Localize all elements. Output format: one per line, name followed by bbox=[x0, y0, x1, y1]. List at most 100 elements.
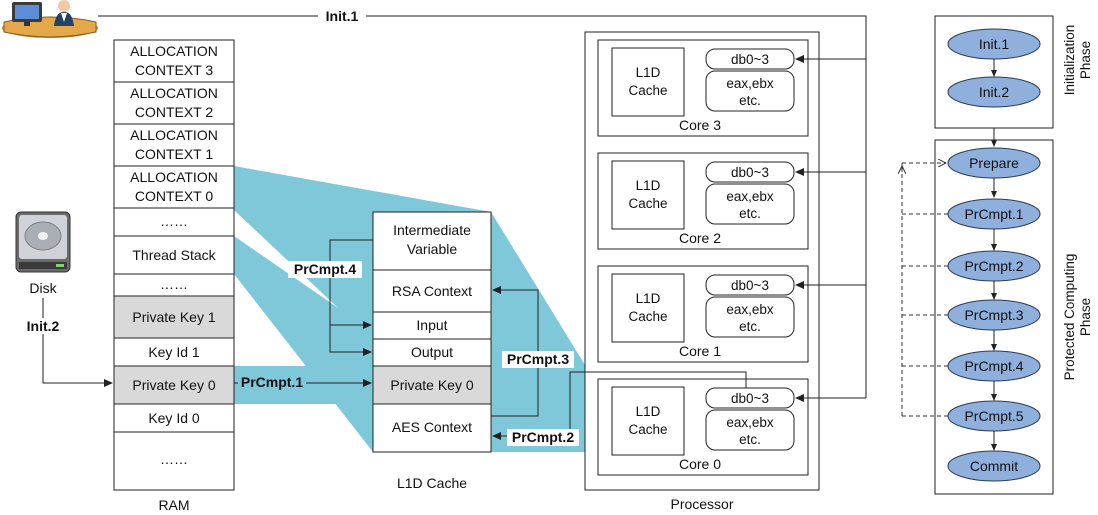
prcmpt4-connector: PrCmpt.4 bbox=[288, 239, 373, 356]
core-general-registers bbox=[705, 409, 795, 451]
init-phase-title: Initialization bbox=[1062, 25, 1077, 96]
prcmpt1-connector: PrCmpt.1 bbox=[234, 374, 372, 391]
flow-node-commit bbox=[947, 450, 1041, 482]
ram-cell-key-id-0 bbox=[113, 403, 235, 433]
protected-phase-title: Protected Computing bbox=[1062, 254, 1077, 381]
prcmpt4-arrow-label: PrCmpt.4 bbox=[294, 261, 356, 277]
protected-phase-title: Phase bbox=[1078, 298, 1093, 336]
core-3: L1D Cache db0~3 eax,ebx etc. Core 3 bbox=[597, 39, 809, 137]
flow-node-text: Prepare bbox=[969, 155, 1019, 171]
ram-cell-thread-stack bbox=[113, 235, 235, 275]
core-l1d-cache bbox=[611, 386, 685, 456]
flow-node-text: Init.1 bbox=[979, 36, 1010, 52]
core-cache-text: L1D bbox=[636, 291, 661, 306]
cache-cell-output bbox=[372, 338, 492, 367]
init-phase-title: Phase bbox=[1078, 41, 1093, 79]
prcmpt3-arrow-label: PrCmpt.3 bbox=[507, 351, 569, 367]
flow-node-text: PrCmpt.5 bbox=[964, 408, 1023, 424]
prcmpt1-arrow-label: PrCmpt.1 bbox=[241, 374, 303, 390]
cache-cell-input bbox=[372, 311, 492, 340]
ram-cell-text: CONTEXT 2 bbox=[135, 104, 214, 120]
ram-cell-allocation-context-3 bbox=[113, 39, 235, 83]
core-regs-text: etc. bbox=[739, 206, 761, 221]
flow-node-init2 bbox=[947, 76, 1041, 108]
flow-retry-dashed-lines bbox=[902, 163, 948, 417]
core-debug-registers bbox=[705, 161, 795, 183]
ram-cell-text: Private Key 0 bbox=[132, 377, 215, 393]
user-at-computer-icon bbox=[2, 0, 98, 38]
core-debug-registers bbox=[705, 48, 795, 70]
core-l1d-cache bbox=[611, 47, 685, 117]
ram-cell-text: Private Key 1 bbox=[132, 309, 215, 325]
core-l1d-cache bbox=[611, 160, 685, 230]
ram-title: RAM bbox=[158, 497, 189, 513]
cache-cell-aes-context bbox=[372, 403, 492, 453]
cache-cell-text: Input bbox=[416, 317, 447, 333]
ram-cell-text: Key Id 0 bbox=[148, 410, 200, 426]
core-regs-text: etc. bbox=[739, 432, 761, 447]
prcmpt3-connector: PrCmpt.3 bbox=[491, 286, 574, 417]
ram-cell-text: ALLOCATION bbox=[130, 127, 218, 143]
flow-node-text: PrCmpt.2 bbox=[964, 258, 1023, 274]
core-frame bbox=[597, 265, 809, 363]
core-cache-text: Cache bbox=[628, 309, 667, 324]
ram-cell-text: ALLOCATION bbox=[130, 43, 218, 59]
hard-disk-icon bbox=[15, 211, 71, 273]
core-label: Core 0 bbox=[679, 456, 721, 472]
core-regs-text: eax,ebx bbox=[726, 189, 774, 204]
cache-cell-text: Output bbox=[411, 344, 453, 360]
init2-arrow-label: Init.2 bbox=[27, 318, 60, 334]
ram-cell-private-key-1 bbox=[113, 295, 235, 339]
core-regs-text: eax,ebx bbox=[726, 415, 774, 430]
l1d-cache-column: Intermediate Variable RSA Context Input … bbox=[372, 211, 492, 491]
core-db-text: db0~3 bbox=[731, 391, 769, 406]
core-frame bbox=[597, 152, 809, 250]
init1-connector: Init.1 bbox=[98, 8, 867, 402]
core-cache-text: Cache bbox=[628, 422, 667, 437]
ram-cell-text: ALLOCATION bbox=[130, 85, 218, 101]
init1-arrow-label: Init.1 bbox=[326, 8, 359, 24]
core-db-text: db0~3 bbox=[731, 278, 769, 293]
core-regs-text: eax,ebx bbox=[726, 76, 774, 91]
cache-cell-text: Variable bbox=[407, 241, 458, 257]
core-regs-text: etc. bbox=[739, 93, 761, 108]
flow-node-text: Commit bbox=[970, 458, 1018, 474]
flowchart: Initialization Phase Init.1 Init.2 Prote… bbox=[902, 15, 1093, 495]
ram-cell-allocation-context-2 bbox=[113, 81, 235, 125]
ram-cell-text: CONTEXT 0 bbox=[135, 188, 214, 204]
core-regs-text: eax,ebx bbox=[726, 302, 774, 317]
ram-cell-ellipsis bbox=[113, 431, 235, 491]
core-cache-text: L1D bbox=[636, 65, 661, 80]
ram-cell-text: ALLOCATION bbox=[130, 169, 218, 185]
core-label: Core 3 bbox=[679, 117, 721, 133]
core-regs-text: etc. bbox=[739, 319, 761, 334]
processor-title: Processor bbox=[670, 496, 733, 512]
flow-node-text: Init.2 bbox=[979, 84, 1010, 100]
ram-column: ALLOCATION CONTEXT 3 ALLOCATION CONTEXT … bbox=[113, 39, 235, 513]
core-label: Core 2 bbox=[679, 230, 721, 246]
ram-cell-text: …… bbox=[160, 451, 188, 467]
core-frame bbox=[597, 378, 809, 476]
ram-cell-text: Thread Stack bbox=[132, 247, 216, 263]
core-cache-text: L1D bbox=[636, 404, 661, 419]
ram-cell-text: …… bbox=[160, 276, 188, 292]
core-debug-registers bbox=[705, 274, 795, 296]
processor: Processor L1D Cache db0~3 eax,ebx etc. C… bbox=[584, 31, 820, 512]
ram-cell-private-key-0 bbox=[113, 365, 235, 405]
core-1: L1D Cache db0~3 eax,ebx etc. Core 1 bbox=[597, 265, 809, 363]
core-l1d-cache bbox=[611, 273, 685, 343]
flow-node-text: PrCmpt.3 bbox=[964, 307, 1023, 323]
core-2: L1D Cache db0~3 eax,ebx etc. Core 2 bbox=[597, 152, 809, 250]
core-debug-registers bbox=[705, 387, 795, 409]
ram-cell-text: CONTEXT 3 bbox=[135, 62, 214, 78]
prcmpt2-connector: PrCmpt.2 bbox=[492, 371, 747, 446]
core-0: L1D Cache db0~3 eax,ebx etc. Core 0 bbox=[597, 378, 809, 476]
ram-cell-text: CONTEXT 1 bbox=[135, 146, 214, 162]
protected-phase-frame bbox=[934, 139, 1054, 495]
core-frame bbox=[597, 39, 809, 137]
core-label: Core 1 bbox=[679, 343, 721, 359]
core-db-text: db0~3 bbox=[731, 165, 769, 180]
flow-node-text: PrCmpt.1 bbox=[964, 206, 1023, 222]
core-general-registers bbox=[705, 296, 795, 338]
